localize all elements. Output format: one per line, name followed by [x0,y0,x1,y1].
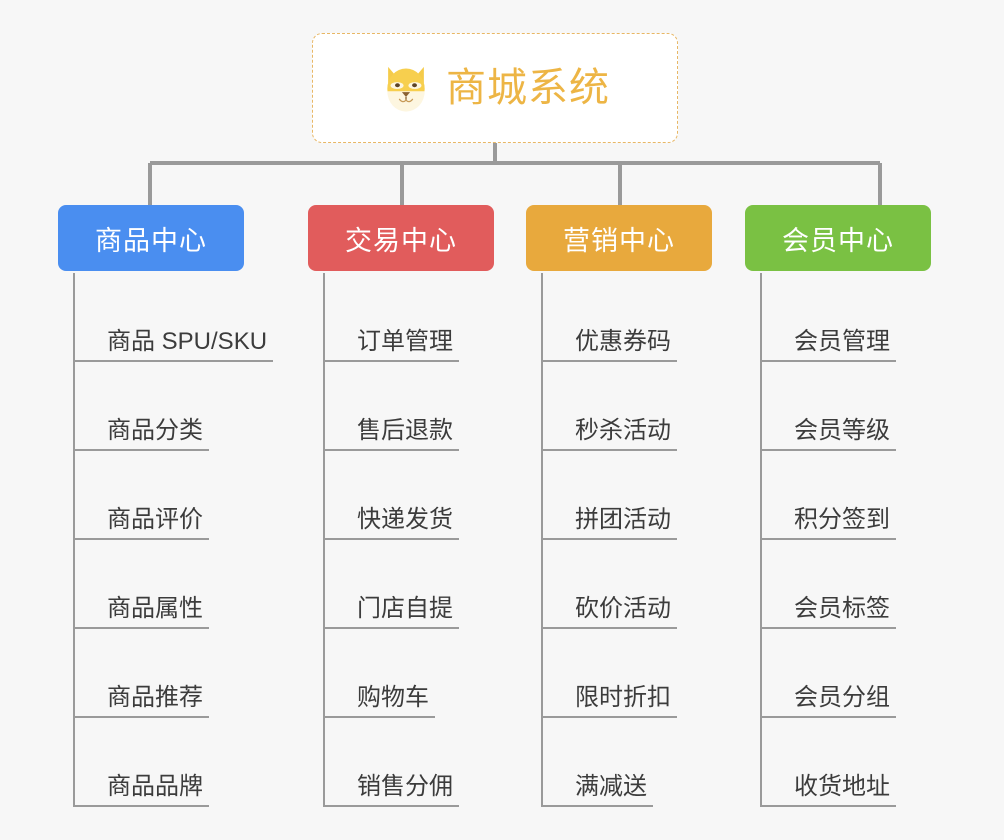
list-item[interactable]: 会员等级 [760,362,931,451]
list-item[interactable]: 销售分佣 [323,718,494,807]
list-item[interactable]: 商品评价 [73,451,244,540]
list-item[interactable]: 积分签到 [760,451,931,540]
branch-header-product[interactable]: 商品中心 [58,205,244,271]
list-item[interactable]: 商品 SPU/SKU [73,273,274,362]
list-item[interactable]: 满减送 [541,718,712,807]
list-item[interactable]: 秒杀活动 [541,362,712,451]
branch-items-member: 会员管理 会员等级 积分签到 会员标签 会员分组 收货地址 [745,273,931,807]
leaf-label: 商品 SPU/SKU [73,329,274,362]
branch-column-member: 会员中心 会员管理 会员等级 积分签到 会员标签 会员分组 收货地址 [745,205,931,807]
list-item[interactable]: 售后退款 [323,362,494,451]
leaf-label: 砍价活动 [541,596,677,629]
leaf-label: 商品评价 [73,507,209,540]
root-title: 商城系统 [446,66,610,110]
leaf-label: 优惠券码 [541,329,677,362]
leaf-label: 商品推荐 [73,685,209,718]
list-item[interactable]: 会员分组 [760,629,931,718]
list-item[interactable]: 购物车 [323,629,494,718]
leaf-label: 拼团活动 [541,507,677,540]
branch-header-trade[interactable]: 交易中心 [308,205,494,271]
list-item[interactable]: 快递发货 [323,451,494,540]
leaf-label: 收货地址 [760,774,896,807]
branch-items-marketing: 优惠券码 秒杀活动 拼团活动 砍价活动 限时折扣 满减送 [526,273,712,807]
shiba-dog-face-icon [387,66,425,112]
list-item[interactable]: 订单管理 [323,273,494,362]
list-item[interactable]: 收货地址 [760,718,931,807]
root-node[interactable]: 商城系统 [312,33,678,143]
list-item[interactable]: 砍价活动 [541,540,712,629]
list-item[interactable]: 限时折扣 [541,629,712,718]
leaf-label: 商品分类 [73,418,209,451]
leaf-label: 会员分组 [760,685,896,718]
leaf-label: 积分签到 [760,507,896,540]
leaf-label: 会员标签 [760,596,896,629]
leaf-label: 满减送 [541,774,653,807]
leaf-label: 快递发货 [323,507,459,540]
branch-items-product: 商品 SPU/SKU 商品分类 商品评价 商品属性 商品推荐 商品品牌 [58,273,274,807]
list-item[interactable]: 商品属性 [73,540,244,629]
leaf-label: 秒杀活动 [541,418,677,451]
leaf-label: 会员管理 [760,329,896,362]
list-item[interactable]: 优惠券码 [541,273,712,362]
branch-column-product: 商品中心 商品 SPU/SKU 商品分类 商品评价 商品属性 商品推荐 商品品牌 [58,205,274,807]
list-item[interactable]: 商品分类 [73,362,244,451]
list-item[interactable]: 门店自提 [323,540,494,629]
leaf-label: 门店自提 [323,596,459,629]
list-item[interactable]: 商品品牌 [73,718,244,807]
list-item[interactable]: 会员标签 [760,540,931,629]
branch-column-marketing: 营销中心 优惠券码 秒杀活动 拼团活动 砍价活动 限时折扣 满减送 [526,205,712,807]
branch-column-trade: 交易中心 订单管理 售后退款 快递发货 门店自提 购物车 销售分佣 [308,205,494,807]
leaf-label: 订单管理 [323,329,459,362]
branch-header-member[interactable]: 会员中心 [745,205,931,271]
leaf-label: 会员等级 [760,418,896,451]
leaf-label: 限时折扣 [541,685,677,718]
list-item[interactable]: 会员管理 [760,273,931,362]
branch-header-marketing[interactable]: 营销中心 [526,205,712,271]
branch-items-trade: 订单管理 售后退款 快递发货 门店自提 购物车 销售分佣 [308,273,494,807]
list-item[interactable]: 拼团活动 [541,451,712,540]
leaf-label: 商品品牌 [73,774,209,807]
leaf-label: 商品属性 [73,596,209,629]
leaf-label: 售后退款 [323,418,459,451]
list-item[interactable]: 商品推荐 [73,629,244,718]
leaf-label: 销售分佣 [323,774,459,807]
leaf-label: 购物车 [323,685,435,718]
